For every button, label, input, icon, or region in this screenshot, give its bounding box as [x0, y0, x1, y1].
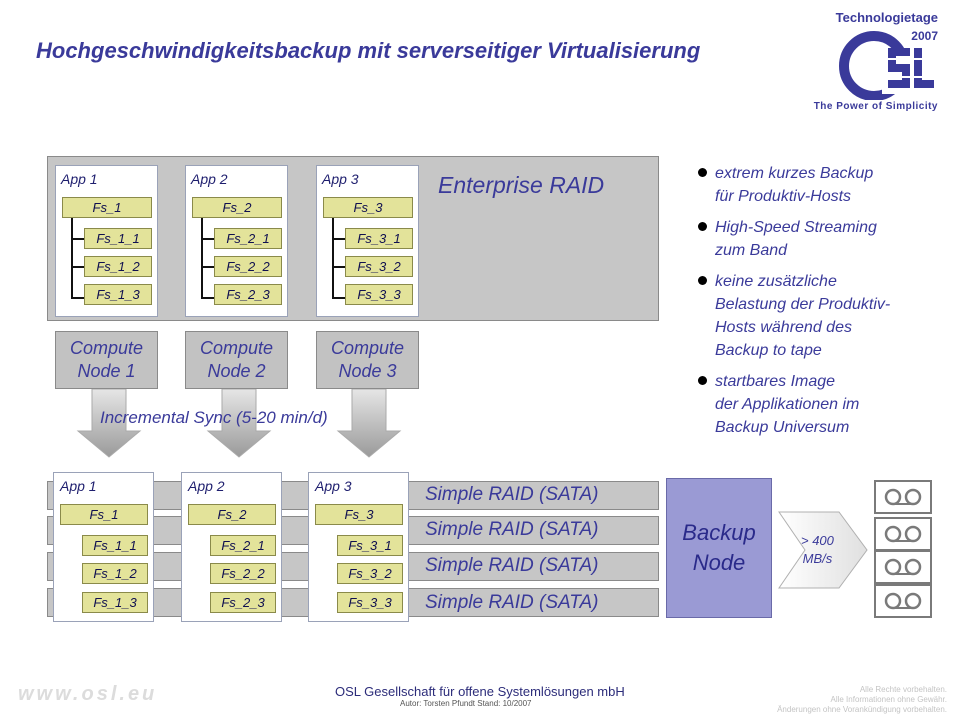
bottom-fs-3-2: Fs_3_2	[337, 563, 403, 584]
footer-website: www.osl.eu	[18, 683, 158, 705]
bottom-fs-1-3: Fs_1_3	[82, 592, 148, 613]
feature-item: High-Speed Streaming zum Band	[697, 216, 890, 262]
top-fs-3: Fs_3	[323, 197, 413, 218]
bottom-fs-2-3: Fs_2_3	[210, 592, 276, 613]
bottom-fs-2-2: Fs_2_2	[210, 563, 276, 584]
top-app-2-title: App 2	[191, 171, 228, 187]
compute-node-2: Compute Node 2	[185, 331, 288, 389]
simple-raid-label-3: Simple RAID (SATA)	[425, 555, 599, 576]
backup-node: Backup Node	[666, 478, 772, 618]
compute-node-2-line2: Node 2	[207, 361, 266, 381]
compute-node-1-line2: Node 1	[77, 361, 136, 381]
backup-node-line1: Backup	[682, 520, 756, 545]
top-fs-1-2: Fs_1_2	[84, 256, 152, 277]
backup-node-line2: Node	[692, 550, 746, 575]
footer-author: Autor: Torsten Pfundt Stand: 10/2007	[400, 699, 532, 708]
top-fs-2-3: Fs_2_3	[214, 284, 282, 305]
bottom-fs-1-2: Fs_1_2	[82, 563, 148, 584]
logo-tagline: The Power of Simplicity	[813, 101, 938, 112]
page-title: Hochgeschwindigkeitsbackup mit serversei…	[36, 38, 701, 63]
bottom-app-2-title: App 2	[188, 478, 225, 494]
footer-company: OSL Gesellschaft für offene Systemlösung…	[335, 684, 625, 699]
incremental-sync-label: Incremental Sync (5-20 min/d)	[100, 408, 328, 427]
osl-logo	[839, 31, 934, 100]
stream-arrow-icon	[778, 511, 868, 589]
top-fs-1: Fs_1	[62, 197, 152, 218]
simple-raid-label-4: Simple RAID (SATA)	[425, 592, 599, 613]
compute-node-3-line2: Node 3	[338, 361, 397, 381]
bottom-app-3-title: App 3	[315, 478, 352, 494]
compute-node-3-line1: Compute	[330, 338, 405, 358]
simple-raid-label-1: Simple RAID (SATA)	[425, 484, 599, 505]
tape-drive-icon	[874, 550, 932, 584]
simple-raid-label-2: Simple RAID (SATA)	[425, 519, 599, 540]
tape-drive-icon	[874, 517, 932, 551]
bottom-fs-1-1: Fs_1_1	[82, 535, 148, 556]
top-fs-3-1: Fs_3_1	[345, 228, 413, 249]
top-fs-2-1: Fs_2_1	[214, 228, 282, 249]
top-fs-1-3: Fs_1_3	[84, 284, 152, 305]
feature-item: extrem kurzes Backup für Produktiv-Hosts	[697, 162, 890, 208]
bottom-fs-1: Fs_1	[60, 504, 148, 525]
tape-drive-icon	[874, 584, 932, 618]
logo-year: 2007	[911, 29, 938, 43]
compute-node-3: Compute Node 3	[316, 331, 419, 389]
logo-event: Technologietage	[835, 10, 938, 25]
bottom-fs-3: Fs_3	[315, 504, 403, 525]
footer-rights: Alle Rechte vorbehalten. Alle Informatio…	[777, 685, 947, 714]
compute-node-1-line1: Compute	[69, 338, 144, 358]
top-fs-3-3: Fs_3_3	[345, 284, 413, 305]
top-app-3-title: App 3	[322, 171, 359, 187]
bottom-fs-2-1: Fs_2_1	[210, 535, 276, 556]
top-fs-3-2: Fs_3_2	[345, 256, 413, 277]
bottom-fs-2: Fs_2	[188, 504, 276, 525]
bottom-app-1-title: App 1	[60, 478, 97, 494]
top-app-1-title: App 1	[61, 171, 98, 187]
feature-item: startbares Image der Applikationen im Ba…	[697, 370, 890, 439]
feature-item: keine zusätzliche Belastung der Produkti…	[697, 270, 890, 362]
compute-node-1: Compute Node 1	[55, 331, 158, 389]
tape-drive-icon	[874, 480, 932, 514]
bottom-fs-3-1: Fs_3_1	[337, 535, 403, 556]
top-fs-2: Fs_2	[192, 197, 282, 218]
top-fs-2-2: Fs_2_2	[214, 256, 282, 277]
enterprise-raid-label: Enterprise RAID	[438, 172, 605, 198]
bottom-fs-3-3: Fs_3_3	[337, 592, 403, 613]
feature-list: extrem kurzes Backup für Produktiv-Hosts…	[697, 162, 890, 447]
compute-node-2-line1: Compute	[199, 338, 274, 358]
throughput-label: > 400 MB/s	[801, 533, 834, 566]
top-fs-1-1: Fs_1_1	[84, 228, 152, 249]
